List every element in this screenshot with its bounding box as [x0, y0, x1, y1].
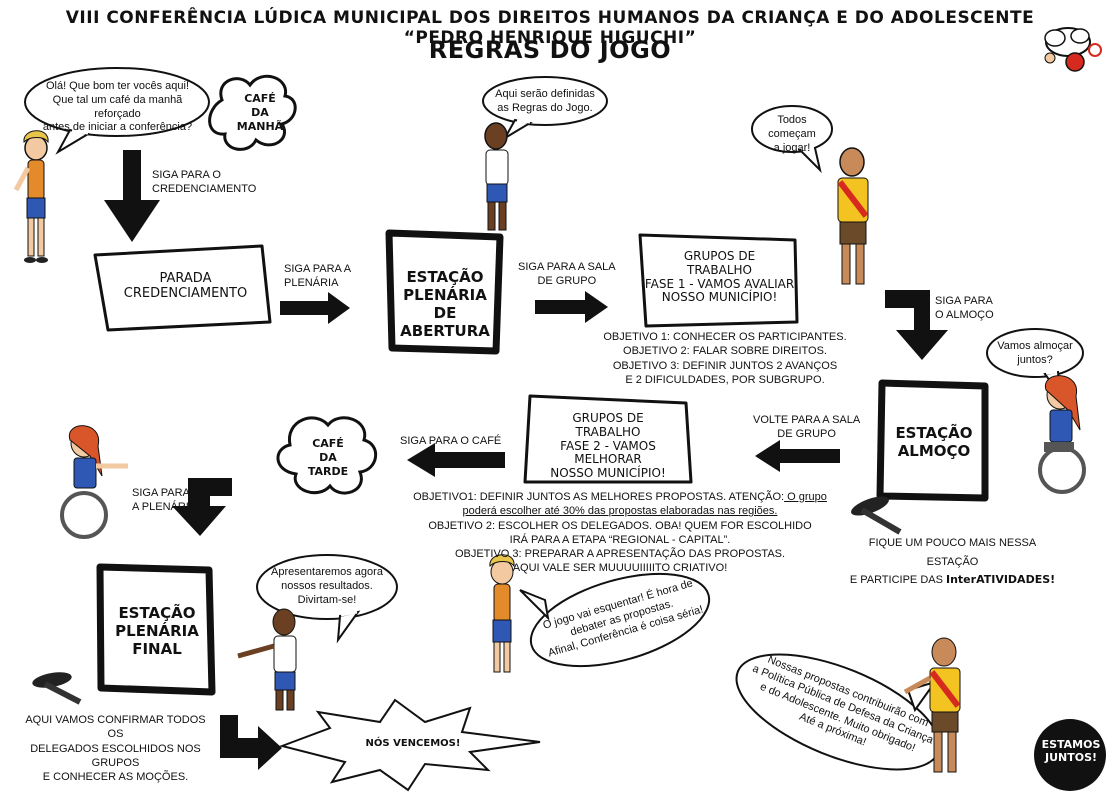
- speech-bubble-heat: [519, 572, 711, 668]
- brain-logo-icon: [1044, 27, 1102, 72]
- arrow-left-group-room: [755, 440, 840, 472]
- page-subtitle: REGRAS DO JOGO: [428, 36, 672, 64]
- win-label: NÓS VENCEMOS!: [365, 738, 461, 749]
- together-badge: [1034, 719, 1106, 791]
- objectives-phase1: OBJETIVO 1: CONHECER OS PARTICIPANTES.OB…: [603, 331, 847, 386]
- groups-phase1-box: [638, 233, 799, 328]
- afternoon-coffee-blob: [276, 416, 377, 495]
- speech-text-welcome: Olá! Que bom ter vocês aqui!Que tal um c…: [42, 80, 193, 134]
- page-title: VIII CONFERÊNCIA LÚDICA MUNICIPAL DOS DI…: [65, 8, 1035, 48]
- speech-bubble-results: [256, 554, 398, 644]
- objectives-phase2: OBJETIVO1: DEFINIR JUNTOS AS MELHORES PR…: [413, 491, 827, 575]
- character-boy-yellow-shirt: [837, 147, 869, 285]
- breakfast-blob: [208, 74, 297, 151]
- character-boy-pointing: [237, 608, 297, 711]
- arrow-left-coffee: [407, 443, 505, 477]
- character-boy-closing: [903, 637, 961, 773]
- win-burst: [278, 698, 541, 792]
- character-wheelchair-girl-left: [60, 425, 128, 539]
- pin-icon-lunch: [851, 496, 902, 535]
- character-boy-white-shirt: [484, 122, 509, 231]
- final-station-box: [96, 563, 216, 696]
- pin-icon-final: [32, 672, 82, 705]
- speech-bubble-rules: [482, 76, 608, 141]
- opening-station-box: [385, 229, 504, 355]
- character-blonde-girl-center: [489, 554, 515, 673]
- registration-box: [93, 244, 272, 332]
- character-blonde-girl: [13, 130, 49, 263]
- lunch-station-box: [876, 379, 989, 502]
- arrow-label-coffee: SIGA PARA O CAFÉ: [400, 435, 502, 447]
- lunch-pin-note: FIQUE UM POUCO MAIS NESSA ESTAÇÃO E PART…: [849, 537, 1056, 587]
- groups-phase2-box: [523, 394, 693, 484]
- speech-bubble-start: [751, 105, 833, 174]
- arrow-bend-down-final: [172, 478, 232, 536]
- arrow-down-registration: [104, 150, 160, 242]
- speech-bubble-welcome: [24, 67, 210, 155]
- arrow-right-plenary: [280, 292, 350, 324]
- arrow-right-group-room: [535, 291, 608, 323]
- arrow-right-win: [220, 715, 282, 770]
- character-wheelchair-girl-right: [1038, 375, 1086, 494]
- arrow-bend-down-lunch: [885, 290, 948, 360]
